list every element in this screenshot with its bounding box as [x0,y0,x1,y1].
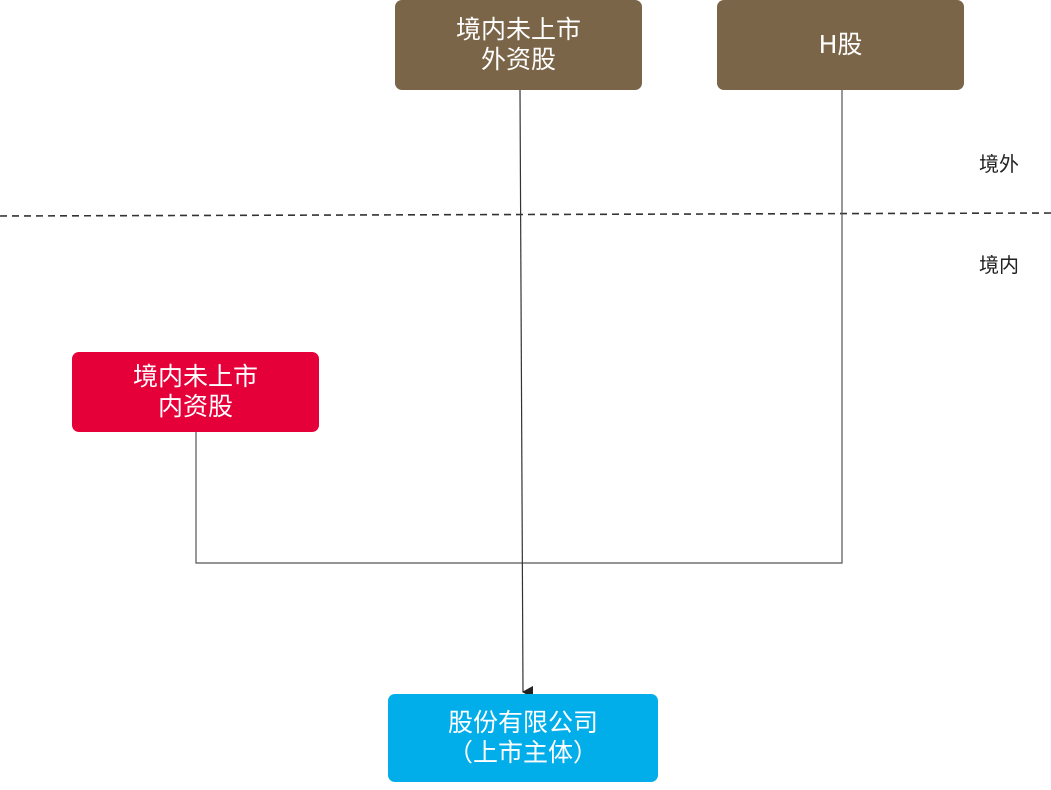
node-listed-company: 股份有限公司 （上市主体） [388,694,658,782]
zone-label-onshore: 境内 [979,253,1019,277]
zone-label-offshore: 境外 [979,152,1019,176]
node-label-line2: 外资股 [480,45,556,74]
connector-offshore-to-company [519,89,534,698]
node-offshore-unlisted-foreign-shares: 境内未上市 外资股 [395,0,642,90]
node-label: H股 [818,30,863,59]
connector-domestic-to-junction [195,432,523,564]
node-label-line2: （上市主体） [447,738,598,767]
node-domestic-unlisted-shares: 境内未上市 内资股 [72,352,319,432]
node-label-line1: 境内未上市 [455,15,581,44]
node-h-share: H股 [717,0,964,90]
node-label-line2: 内资股 [157,392,233,421]
node-label-line1: 股份有限公司 [447,708,598,737]
node-label-line1: 境内未上市 [132,362,258,391]
border-dashed-line [0,212,1051,217]
connector-h-share-to-junction [523,90,843,564]
